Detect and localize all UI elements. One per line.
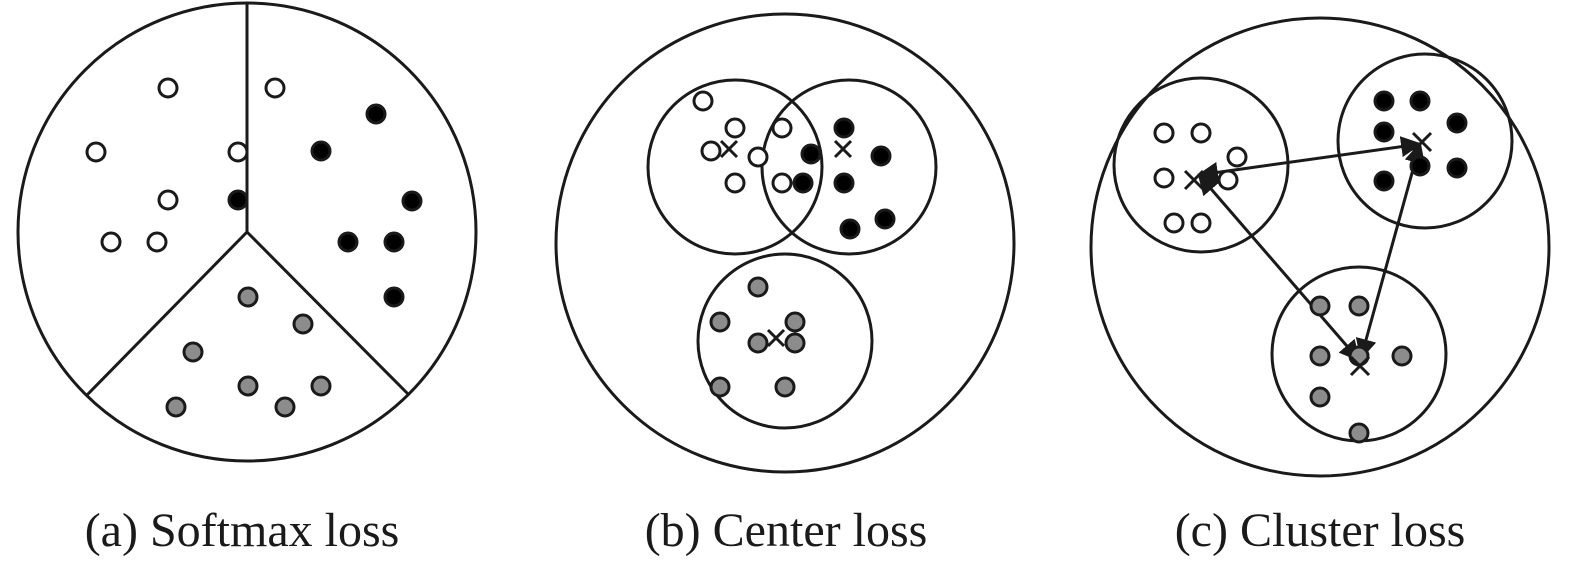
sample-point-black [839, 218, 861, 240]
caption-softmax-loss: (a) Softmax loss [85, 504, 400, 557]
sample-point-gray [292, 313, 314, 335]
decision-boundary-line [85, 230, 249, 397]
sample-point-gray [1391, 345, 1413, 367]
sample-point-white [146, 231, 168, 253]
sample-point-white [1190, 122, 1212, 144]
sample-point-gray [709, 376, 731, 398]
sample-point-black [383, 286, 405, 308]
outer-feature-space-circle [1089, 16, 1551, 478]
sample-point-gray [237, 286, 259, 308]
caption-center-loss: (b) Center loss [645, 504, 928, 557]
sample-point-gray [774, 376, 796, 398]
sample-point-black [800, 143, 822, 165]
center-cross-icon [1349, 355, 1371, 377]
sample-point-white [1153, 167, 1175, 189]
sample-point-white [692, 90, 714, 112]
caption-cluster-loss: (c) Cluster loss [1175, 504, 1466, 557]
sample-point-gray [182, 341, 204, 363]
cross-stroke [719, 139, 739, 159]
sample-point-white [100, 231, 122, 253]
sample-point-black [1446, 112, 1468, 134]
outer-feature-space-circle [554, 12, 1016, 474]
sample-point-black [874, 208, 896, 230]
sample-point-black [1409, 155, 1431, 177]
sample-point-white [1163, 212, 1185, 234]
cross-stroke [1411, 131, 1433, 153]
cross-stroke [1349, 355, 1371, 377]
center-cross-icon [1183, 169, 1205, 191]
sample-point-gray [1309, 345, 1331, 367]
sample-point-white [227, 141, 249, 163]
sample-point-white [1226, 146, 1248, 168]
sample-point-gray [784, 311, 806, 333]
sample-point-black [1373, 90, 1395, 112]
sample-point-black [383, 231, 405, 253]
center-cross-icon [766, 328, 786, 348]
sample-point-gray [709, 311, 731, 333]
center-cross-icon [1411, 131, 1433, 153]
cross-stroke [833, 139, 853, 159]
cross-stroke [766, 328, 786, 348]
white-class-cluster-circle [646, 78, 824, 256]
sample-point-gray [165, 396, 187, 418]
sample-point-gray [747, 276, 769, 298]
sample-point-white [771, 172, 793, 194]
panel-softmax-loss [16, 1, 478, 463]
sample-point-white [157, 189, 179, 211]
sample-point-white [1217, 169, 1239, 191]
center-link-arrow [1197, 173, 1361, 362]
sample-point-black [833, 172, 855, 194]
decision-boundary-line [245, 230, 411, 397]
cross-stroke [1183, 169, 1205, 191]
sample-point-white [724, 117, 746, 139]
sample-point-black [1373, 170, 1395, 192]
panel-center-loss [554, 12, 1016, 474]
sample-point-white [771, 117, 793, 139]
sample-point-black [365, 103, 387, 125]
sample-point-white [157, 77, 179, 99]
sample-point-gray [784, 332, 806, 354]
sample-point-gray [747, 332, 769, 354]
sample-point-black [833, 117, 855, 139]
center-link-arrow [1355, 141, 1426, 361]
sample-point-black [792, 172, 814, 194]
sample-point-white [724, 172, 746, 194]
sample-point-gray [1309, 386, 1331, 408]
sample-point-white [1153, 122, 1175, 144]
sample-point-gray [310, 375, 332, 397]
sample-point-black [337, 231, 359, 253]
gray-class-cluster-circle [696, 252, 874, 430]
sample-point-black [870, 145, 892, 167]
sample-point-gray [237, 375, 259, 397]
sample-point-gray [274, 396, 296, 418]
sample-point-black [1409, 90, 1431, 112]
sample-point-gray [1309, 295, 1331, 317]
sample-point-black [1446, 157, 1468, 179]
sample-point-black [310, 140, 332, 162]
sample-point-white [264, 77, 286, 99]
sample-point-black [1373, 121, 1395, 143]
sample-point-white [700, 140, 722, 162]
sample-point-gray [1348, 422, 1370, 444]
black-class-cluster-circle [760, 78, 938, 256]
center-cross-icon [719, 139, 739, 159]
sample-point-white [1190, 212, 1212, 234]
sample-point-black [401, 190, 423, 212]
sample-point-white [85, 141, 107, 163]
sample-point-gray [1348, 295, 1370, 317]
panel-cluster-loss [1089, 16, 1551, 478]
center-cross-icon [833, 139, 853, 159]
sample-point-black [227, 189, 249, 211]
sample-point-white [747, 146, 769, 168]
